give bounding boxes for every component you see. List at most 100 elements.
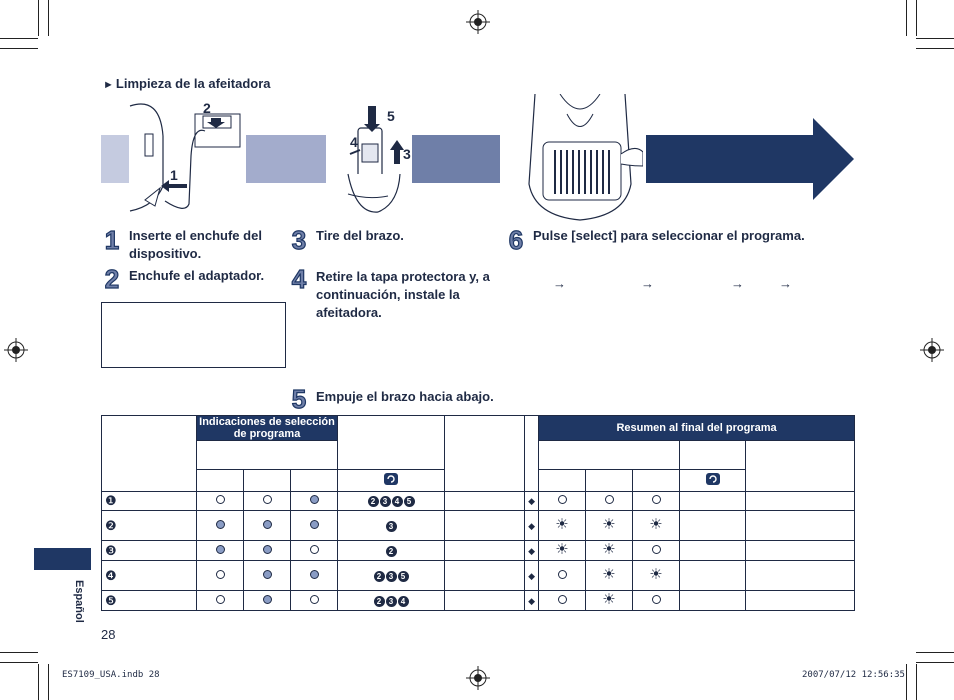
off-indicator-icon [651, 544, 661, 554]
progress-band-3 [412, 135, 500, 183]
language-tab [34, 548, 91, 570]
summary-cell [538, 590, 587, 611]
selection-cell [243, 510, 291, 541]
diamond-cell: ◆ [524, 540, 540, 561]
program-table: Indicaciones de selección de programa Re… [101, 415, 856, 611]
row-number: ❸ [101, 540, 197, 561]
table-cell [444, 590, 526, 611]
selected-indicator-icon [262, 594, 272, 604]
diamond-icon: ◆ [528, 595, 535, 606]
off-indicator-icon [651, 594, 661, 604]
summary-cell: ☀ [632, 510, 681, 541]
step-circle: 2 [367, 496, 379, 507]
table-blank-cell [337, 415, 446, 470]
step-number-1-text: 1 [105, 227, 119, 253]
step-number-5-text: 5 [292, 386, 306, 412]
lit-indicator-icon: ☀ [555, 540, 569, 558]
off-indicator-icon [215, 594, 225, 604]
step-1-line-2: dispositivo. [129, 246, 202, 261]
table-cell [745, 590, 856, 611]
diamond-cell: ◆ [524, 560, 540, 591]
cycle-icon [705, 473, 720, 485]
step-1-text: Inserte el enchufe del dispositivo. [129, 227, 279, 263]
diamond-icon: ◆ [528, 520, 535, 531]
table-cell [444, 510, 526, 541]
step-number-2-text: 2 [105, 266, 119, 292]
step-4-line-2: continuación, instale la [316, 287, 460, 302]
footer-date: 2007/07/12 12:56:35 [802, 670, 905, 680]
summary-cell: ☀ [585, 540, 634, 561]
diamond-cell: ◆ [524, 510, 540, 541]
table-subheader [538, 440, 681, 470]
selection-cell [196, 491, 244, 511]
table-cell [679, 510, 747, 541]
table-subheader [196, 469, 244, 492]
step-number-3: 3 [291, 227, 307, 253]
table-subheader [679, 440, 747, 470]
lit-indicator-icon: ☀ [555, 515, 569, 533]
step-circle: 4 [397, 595, 409, 607]
illustration-label-1: 1 [170, 167, 178, 183]
selected-indicator-icon [309, 495, 319, 504]
cycle-icon [384, 473, 399, 485]
registration-mark-top-icon [466, 10, 490, 34]
step-4-line-1: Retire la tapa protectora y, a [316, 269, 490, 284]
selection-cell [289, 560, 339, 591]
table-subheader [289, 469, 339, 492]
selection-cell [289, 540, 339, 561]
selected-indicator-icon [215, 519, 225, 529]
off-indicator-icon [557, 594, 567, 604]
step-2-text: Enchufe el adaptador. [129, 267, 279, 285]
step-circles-cell: 3 [337, 510, 446, 541]
table-cell [679, 590, 747, 611]
step-circle: 3 [379, 496, 391, 507]
step-circle: 3 [385, 595, 397, 607]
selection-cell [289, 491, 339, 511]
row-number: ❶ [101, 491, 197, 511]
diamond-icon: ◆ [528, 496, 535, 506]
table-cell [679, 540, 747, 561]
diamond-cell: ◆ [524, 491, 540, 511]
table-blank-cell [444, 415, 526, 492]
selection-cell [243, 540, 291, 561]
table-blank-cell [524, 415, 540, 492]
table-subheader [679, 469, 747, 492]
step-1-line-1: Inserte el enchufe del [129, 228, 262, 243]
sequence-arrow: → [779, 276, 792, 291]
row-number: ❹ [101, 560, 197, 591]
off-indicator-icon [309, 544, 319, 554]
selection-cell [196, 510, 244, 541]
step-circle: 3 [385, 570, 397, 582]
selection-cell [196, 590, 244, 611]
registration-mark-right-icon [920, 338, 944, 362]
selection-cell [289, 510, 339, 541]
lit-indicator-icon: ☀ [649, 565, 663, 583]
table-cell [679, 560, 747, 591]
note-box [101, 302, 286, 368]
language-label: Español [73, 580, 85, 623]
step-number-5: 5 [291, 386, 307, 412]
selection-cell [243, 491, 291, 511]
summary-cell: ☀ [538, 540, 587, 561]
selection-cell [243, 560, 291, 591]
step-number-4: 4 [291, 266, 307, 292]
footer-file: ES7109_USA.indb 28 [62, 670, 160, 680]
adapter-illustration [129, 103, 241, 212]
table-cell [444, 560, 526, 591]
shaver-insert-illustration [347, 106, 404, 213]
progress-arrow-icon [646, 118, 854, 200]
step-5-line-1: Empuje el brazo hacia abajo. [316, 389, 494, 404]
step-4-text: Retire la tapa protectora y, a continuac… [316, 268, 506, 322]
summary-cell [632, 491, 681, 511]
step-number-6-text: 6 [509, 227, 523, 253]
step-number-1: 1 [104, 227, 120, 253]
table-subheader [243, 469, 291, 492]
summary-cell [538, 560, 587, 591]
diamond-icon: ◆ [528, 545, 535, 556]
table-subheader [337, 469, 446, 492]
illustration-label-4: 4 [350, 134, 358, 150]
off-indicator-icon [215, 495, 225, 504]
